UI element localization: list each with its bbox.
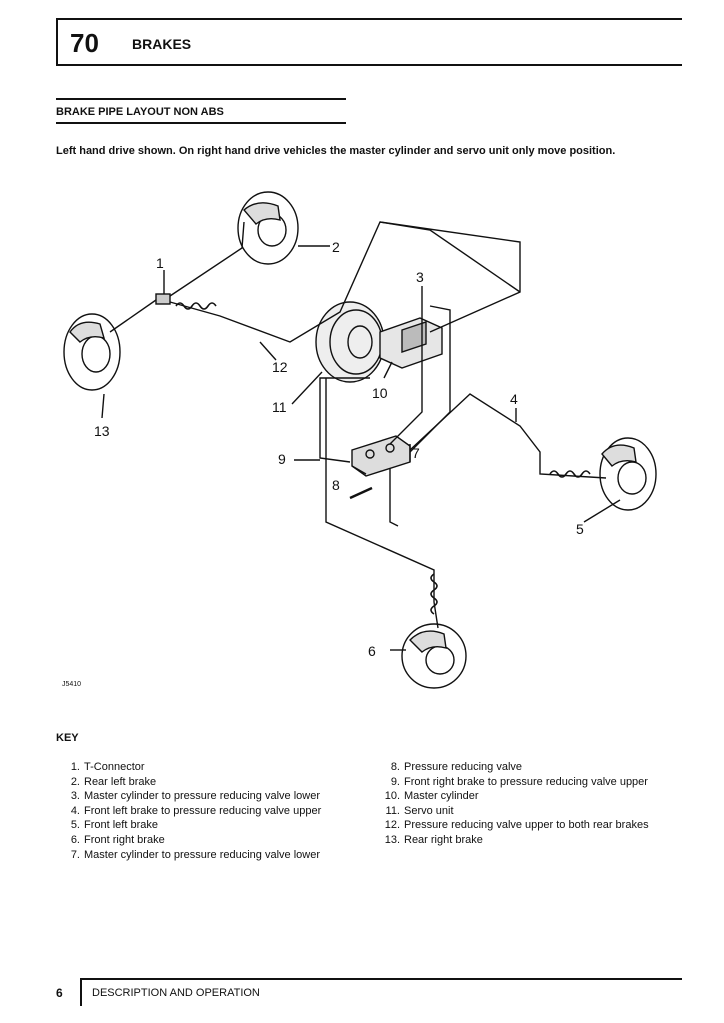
- flex-hose-front-right: [430, 573, 438, 615]
- list-item: 13.Rear right brake: [384, 833, 483, 846]
- page-number: 6: [56, 986, 63, 1000]
- valve-bolt: [349, 486, 373, 500]
- brake-pipe-diagram: 1 2 3 4 5 6 7 8 9 10 11 12 13 J5410: [62, 191, 657, 689]
- list-item: 3.Master cylinder to pressure reducing v…: [70, 790, 320, 803]
- pipe-12: [169, 221, 521, 343]
- section-heading-box: BRAKE PIPE LAYOUT NON ABS: [56, 98, 346, 124]
- rear-left-brake-caliper: [243, 202, 281, 225]
- flex-hose-rear: [175, 302, 217, 310]
- callout-10: 10: [372, 385, 388, 401]
- pipe-rear-right: [109, 299, 157, 333]
- page-header: 70 BRAKES: [56, 18, 682, 66]
- callout-12: 12: [272, 359, 288, 375]
- callout-11: 11: [272, 399, 287, 415]
- list-item: 5.Front left brake: [70, 819, 158, 832]
- key-list-left: 1.T-Connector 2.Rear left brake 3.Master…: [68, 760, 368, 862]
- callout-5: 5: [576, 521, 584, 537]
- callout-3: 3: [416, 269, 424, 285]
- front-left-brake-caliper: [601, 444, 637, 467]
- intro-text: Left hand drive shown. On right hand dri…: [56, 145, 616, 157]
- section-number: 70: [70, 28, 99, 58]
- key-list-right: 8.Pressure reducing valve 9.Front right …: [382, 760, 662, 848]
- pipe-7: [389, 468, 399, 527]
- list-item: 11.Servo unit: [385, 804, 454, 817]
- pipe-upper-loop: [379, 221, 521, 293]
- callout-13: 13: [94, 423, 110, 439]
- list-item: 9.Front right brake to pressure reducing…: [390, 775, 648, 788]
- rear-right-brake-caliper: [69, 321, 106, 343]
- front-left-brake-hub: [617, 461, 647, 495]
- list-item: 10.Master cylinder: [384, 790, 479, 803]
- figure-code: J5410: [62, 681, 81, 688]
- page-footer: 6 DESCRIPTION AND OPERATION: [56, 978, 682, 1006]
- callout-7: 7: [412, 445, 420, 461]
- list-item: 7.Master cylinder to pressure reducing v…: [70, 848, 320, 861]
- pipe-3: [389, 306, 423, 445]
- pipe-9b: [325, 378, 439, 629]
- section-heading: BRAKE PIPE LAYOUT NON ABS: [56, 106, 224, 118]
- section-title: BRAKES: [132, 36, 192, 52]
- pipe-9: [319, 377, 370, 463]
- pipe-4: [409, 393, 607, 479]
- list-item: 2.Rear left brake: [70, 775, 157, 788]
- key-title: KEY: [56, 732, 79, 744]
- list-item: 12.Pressure reducing valve upper to both…: [384, 819, 649, 832]
- callout-2: 2: [332, 239, 340, 255]
- front-right-brake-caliper: [409, 630, 447, 653]
- list-item: 4.Front left brake to pressure reducing …: [70, 804, 322, 817]
- callout-6: 6: [368, 643, 376, 659]
- flex-hose-front-left: [549, 470, 591, 478]
- pipe-rear-left: [169, 221, 245, 297]
- list-item: 6.Front right brake: [70, 833, 165, 846]
- callout-9: 9: [278, 451, 286, 467]
- callout-8: 8: [332, 477, 340, 493]
- callout-4: 4: [510, 391, 518, 407]
- t-connector: [155, 293, 171, 305]
- footer-box: DESCRIPTION AND OPERATION: [80, 978, 682, 1006]
- list-item: 8.Pressure reducing valve: [390, 761, 523, 773]
- list-item: 1.T-Connector: [70, 761, 145, 773]
- servo-unit: [315, 301, 385, 383]
- pressure-reducing-valve: [351, 435, 411, 477]
- callout-1: 1: [156, 255, 164, 271]
- footer-section-name: DESCRIPTION AND OPERATION: [92, 987, 260, 999]
